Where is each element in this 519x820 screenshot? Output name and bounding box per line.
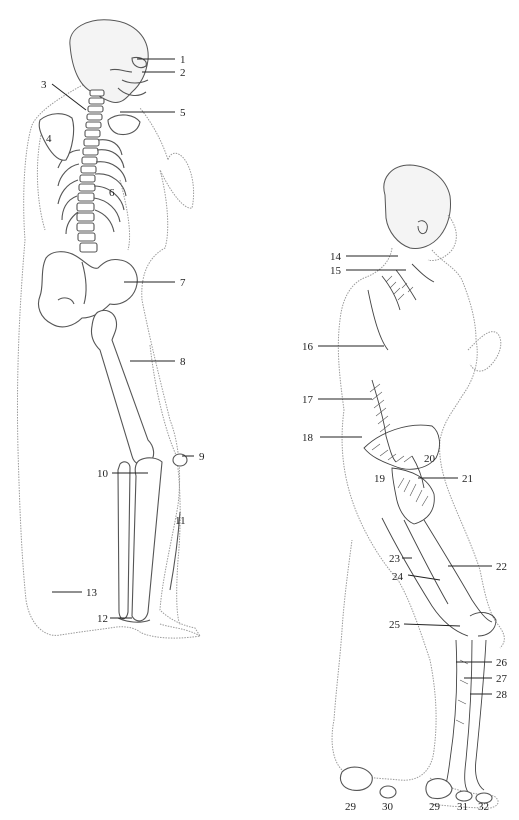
skull (70, 20, 148, 103)
calf (444, 640, 457, 790)
label-6: 6 (109, 187, 115, 199)
latissimus (368, 290, 388, 350)
left-foot (160, 624, 200, 636)
vastus-lateralis (424, 520, 492, 622)
label-9: 9 (199, 451, 205, 463)
label-8: 8 (180, 356, 186, 368)
label-26: 26 (496, 657, 508, 669)
label-29-right: 29 (429, 801, 441, 813)
label-27: 27 (496, 673, 508, 685)
label-15: 15 (330, 265, 342, 277)
label-5: 5 (180, 107, 186, 119)
trapezius (382, 264, 434, 310)
pelvis (39, 252, 138, 327)
label-3: 3 (41, 79, 47, 91)
label-31: 31 (457, 801, 468, 813)
label-7: 7 (180, 277, 186, 289)
right-head (384, 165, 451, 249)
label-23: 23 (389, 553, 401, 565)
label-1: 1 (180, 54, 186, 66)
label-21: 21 (462, 473, 473, 485)
right-arm-outline (468, 332, 501, 371)
label-12: 12 (97, 613, 108, 625)
skeleton-figure (17, 20, 200, 638)
label-29-left: 29 (345, 801, 357, 813)
label-32: 32 (478, 801, 489, 813)
fibula (118, 462, 130, 619)
tensor (412, 456, 424, 488)
label-13: 13 (86, 587, 98, 599)
acromion (108, 115, 140, 135)
label-16: 16 (302, 341, 314, 353)
leader-3 (52, 84, 86, 110)
scapula (39, 114, 73, 161)
label-28: 28 (496, 689, 508, 701)
label-25: 25 (389, 619, 401, 631)
leader-24 (408, 575, 440, 580)
label-19: 19 (374, 473, 386, 485)
heel-left (340, 767, 372, 790)
leader-25 (404, 624, 460, 626)
label-22: 22 (496, 561, 507, 573)
gluteus-max-hatch (398, 478, 428, 506)
right-body-outline (332, 248, 504, 780)
oblique (372, 380, 396, 462)
label-17: 17 (302, 394, 314, 406)
label-24: 24 (392, 571, 404, 583)
heel-right (426, 779, 452, 799)
label-18: 18 (302, 432, 314, 444)
label-30: 30 (382, 801, 394, 813)
bone-31 (456, 791, 472, 801)
label-14: 14 (330, 251, 342, 263)
biceps-femoris (404, 520, 448, 604)
label-4: 4 (46, 133, 52, 145)
tibia (132, 458, 162, 621)
calf-hatch (456, 660, 468, 724)
spine (77, 90, 104, 252)
label-11: 11 (175, 515, 186, 527)
label-2: 2 (180, 67, 186, 79)
femur (91, 310, 153, 464)
label-10: 10 (97, 468, 109, 480)
muscle-figure (318, 165, 504, 808)
label-20: 20 (424, 453, 436, 465)
bone-30 (380, 786, 396, 798)
